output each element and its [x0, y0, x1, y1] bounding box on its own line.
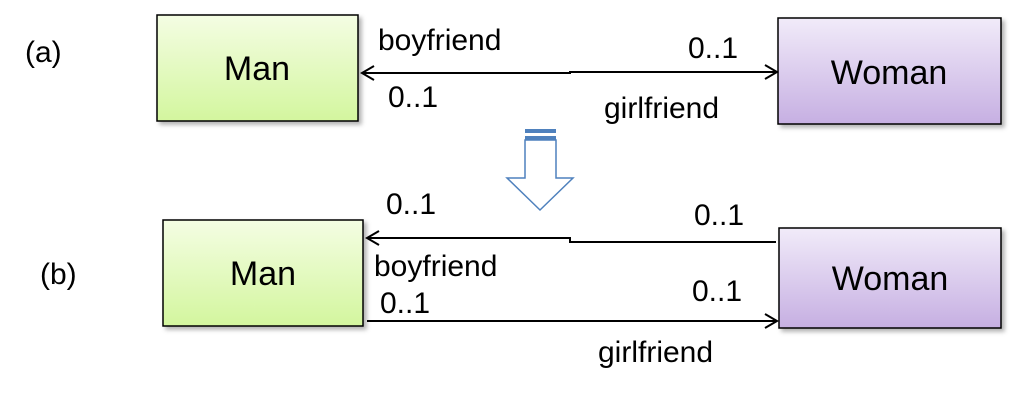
mult-bottom-left-b: 0..1	[380, 287, 430, 320]
panel-b-tag: (b)	[40, 258, 77, 291]
class-woman-b-label: Woman	[832, 260, 949, 298]
mult-top-right-b: 0..1	[694, 199, 744, 232]
class-man-a-label: Man	[224, 50, 290, 88]
class-man-b: Man	[162, 219, 364, 327]
association-girlfriend-b	[367, 313, 779, 329]
class-woman-b: Woman	[778, 227, 1002, 329]
mult-boyfriend-a: 0..1	[388, 81, 438, 114]
role-boyfriend-a: boyfriend	[378, 24, 501, 57]
transform-down-arrow-icon	[505, 129, 575, 212]
class-woman-a: Woman	[777, 17, 1002, 125]
role-girlfriend-a: girlfriend	[604, 92, 719, 125]
association-line-a	[360, 64, 779, 81]
role-girlfriend-b: girlfriend	[598, 336, 713, 369]
class-man-b-label: Man	[230, 255, 296, 293]
association-boyfriend-b	[365, 230, 776, 246]
mult-bottom-right-b: 0..1	[692, 275, 742, 308]
mult-top-left-b: 0..1	[386, 188, 436, 221]
panel-a-tag: (a)	[25, 36, 62, 69]
class-man-a: Man	[156, 14, 359, 122]
role-boyfriend-b: boyfriend	[374, 250, 497, 283]
mult-girlfriend-a: 0..1	[688, 32, 738, 65]
class-woman-a-label: Woman	[831, 54, 948, 92]
